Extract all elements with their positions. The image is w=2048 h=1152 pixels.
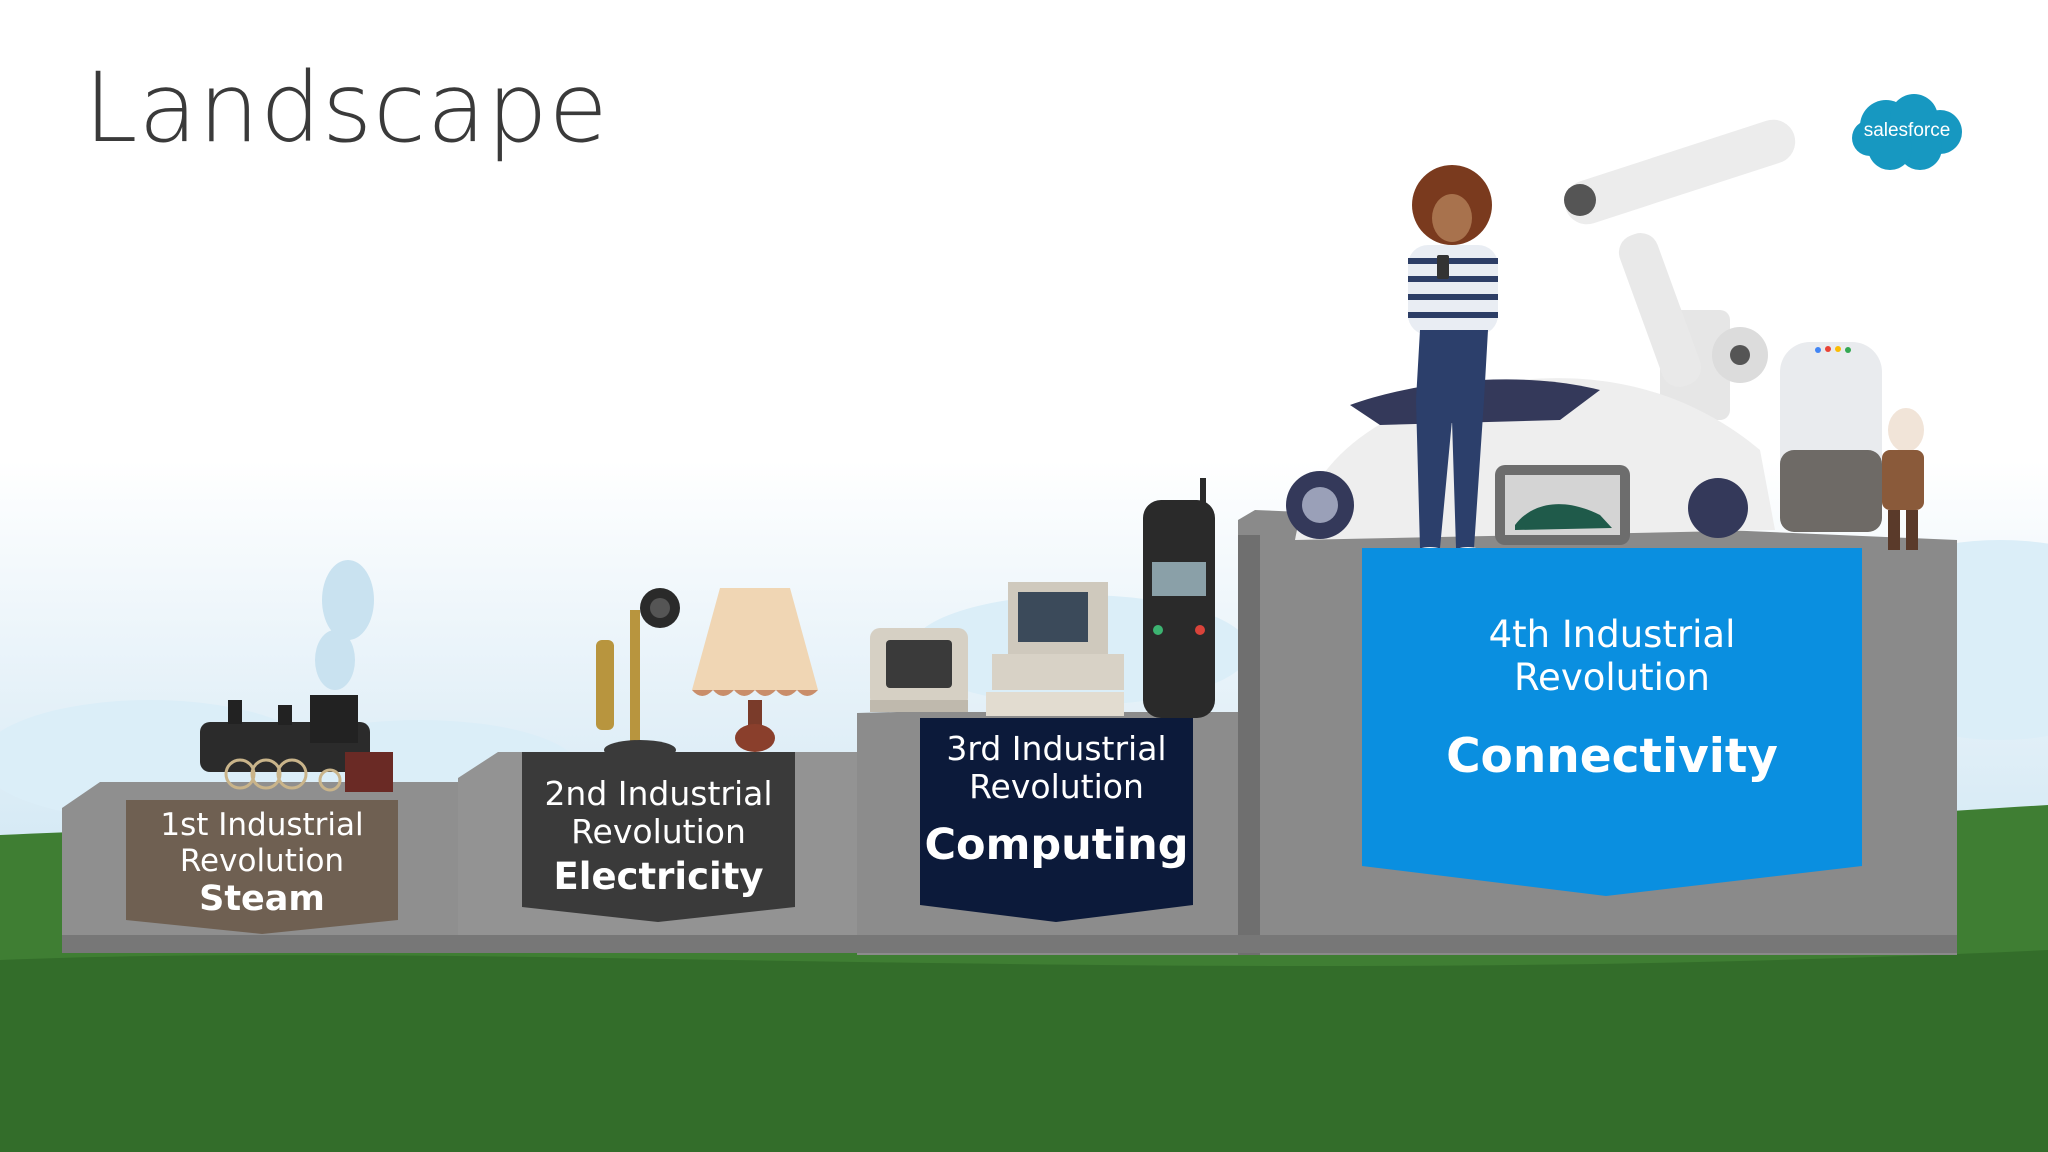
revolution-3-line1: 3rd Industrial: [946, 729, 1167, 768]
logo-wordmark: salesforce: [1863, 120, 1951, 141]
revolution-2-label: 2nd Industrial Revolution Electricity: [522, 775, 795, 898]
banner-computing: [920, 718, 1193, 922]
revolution-1-label: 1st Industrial Revolution Steam: [126, 807, 398, 920]
revolution-3-label: 3rd Industrial Revolution Computing: [920, 730, 1193, 870]
revolution-2-line2: Revolution: [571, 811, 746, 851]
shoe-display-icon: [1495, 465, 1630, 545]
cloud-icon: [1852, 94, 1962, 170]
sports-car-icon: [1286, 378, 1775, 540]
grass-shade: [0, 950, 2048, 1152]
mobile-phone-icon: [1143, 478, 1215, 718]
revolution-2-line1: 2nd Industrial: [544, 774, 773, 813]
slide-title: Landscape: [84, 52, 609, 164]
robot-arm-icon: [1564, 119, 1796, 420]
revolution-1-line1: 1st Industrial: [160, 807, 364, 843]
revolution-4-theme: Connectivity: [1446, 729, 1778, 785]
salesforce-logo: salesforce: [1850, 90, 1964, 176]
desktop-pc-icon: [986, 582, 1124, 716]
banners: [126, 548, 1862, 934]
revolution-3-line2: Revolution: [969, 766, 1144, 806]
table-lamp-icon: [692, 588, 818, 762]
steam-locomotive-icon: [200, 695, 393, 792]
revolution-3-theme: Computing: [924, 819, 1189, 870]
revolution-1-theme: Steam: [199, 879, 325, 920]
vintage-computer-icon: [870, 628, 968, 712]
revolution-4-line1: 4th Industrial: [1488, 613, 1736, 656]
banner-steam: [126, 800, 398, 934]
revolution-1-line2: Revolution: [179, 842, 345, 879]
revolution-4-line2: Revolution: [1514, 655, 1710, 699]
banner-connectivity: [1362, 548, 1862, 896]
revolution-2-theme: Electricity: [553, 854, 764, 898]
candlestick-telephone-icon: [596, 588, 680, 760]
steam-plume: [315, 560, 374, 690]
banner-electricity: [522, 752, 795, 922]
woman-with-phone-icon: [1408, 165, 1498, 557]
revolution-4-label: 4th Industrial Revolution Connectivity: [1362, 613, 1862, 785]
mascot-character-icon: [1882, 408, 1924, 550]
smart-speaker-icon: [1780, 342, 1882, 532]
